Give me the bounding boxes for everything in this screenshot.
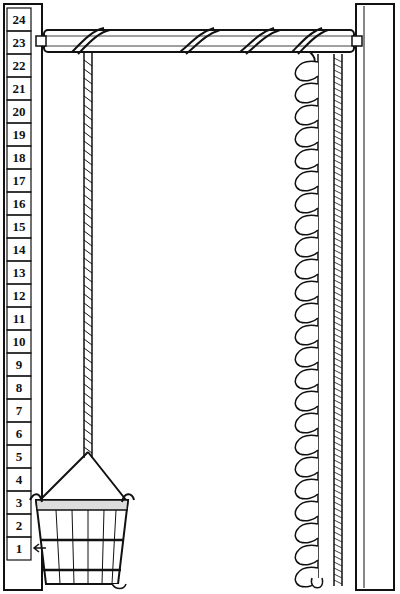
scale-number: 10	[7, 330, 31, 353]
scale-cell	[7, 215, 31, 238]
scale-number: 17	[7, 169, 31, 192]
coiled-rope	[295, 54, 342, 588]
scale-cell	[7, 284, 31, 307]
scale-cell	[7, 445, 31, 468]
scale-number: 12	[7, 284, 31, 307]
scale-number: 15	[7, 215, 31, 238]
scale-cell	[7, 8, 31, 31]
scale-cell	[7, 261, 31, 284]
scale-cell	[7, 238, 31, 261]
scale-cell	[7, 399, 31, 422]
scale-cell	[7, 514, 31, 537]
scale-number: 11	[7, 307, 31, 330]
scale-number: 5	[7, 445, 31, 468]
scale-number: 3	[7, 491, 31, 514]
scale-number: 19	[7, 123, 31, 146]
scale-cell	[7, 376, 31, 399]
bucket	[30, 452, 134, 589]
level-pointer	[34, 544, 46, 552]
scale-number: 4	[7, 468, 31, 491]
scale-cell	[7, 537, 31, 560]
scale-number: 20	[7, 100, 31, 123]
scale-number: 22	[7, 54, 31, 77]
scale-number: 18	[7, 146, 31, 169]
scale-number: 23	[7, 31, 31, 54]
scale-number: 8	[7, 376, 31, 399]
scale-number: 14	[7, 238, 31, 261]
scale-cell	[7, 422, 31, 445]
scale-number: 9	[7, 353, 31, 376]
right-post	[356, 4, 394, 590]
scale-cell	[7, 330, 31, 353]
scale-cell	[7, 100, 31, 123]
scale-number: 16	[7, 192, 31, 215]
scale-cell	[7, 169, 31, 192]
bucket-rope	[84, 52, 92, 458]
scale-number: 2	[7, 514, 31, 537]
scale-number: 7	[7, 399, 31, 422]
scale-cell	[7, 491, 31, 514]
scale-number: 1	[7, 537, 31, 560]
scale-cell	[7, 77, 31, 100]
scale-cell	[7, 353, 31, 376]
scale-cell	[7, 468, 31, 491]
scale-cell	[7, 54, 31, 77]
scale-number: 6	[7, 422, 31, 445]
scale-cell	[7, 307, 31, 330]
scale-cell	[7, 146, 31, 169]
scale-number: 13	[7, 261, 31, 284]
scale-cell	[7, 123, 31, 146]
scale-number: 21	[7, 77, 31, 100]
scale-cell	[7, 192, 31, 215]
scale-number: 24	[7, 8, 31, 31]
scale-cell	[7, 31, 31, 54]
scale-cells	[7, 8, 31, 560]
